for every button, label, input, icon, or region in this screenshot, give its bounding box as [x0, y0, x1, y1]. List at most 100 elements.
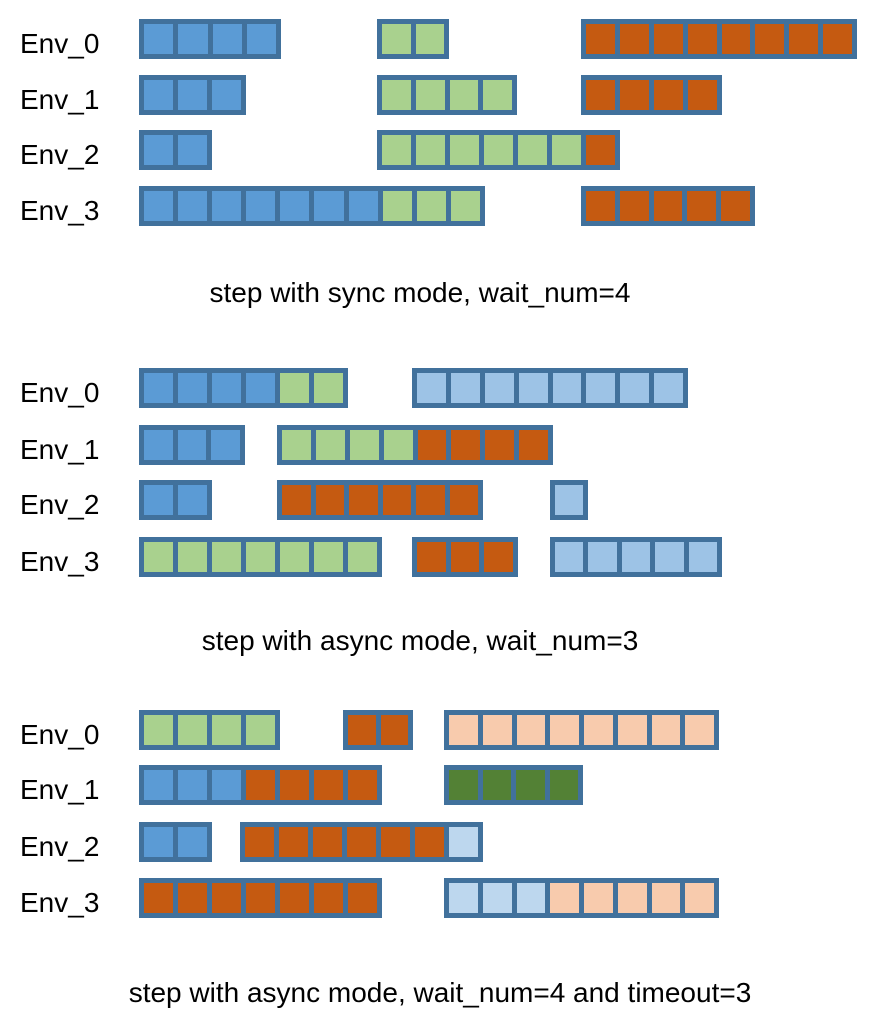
step-bar [139, 368, 348, 408]
step-cell-blue [144, 827, 173, 857]
step-cell-orange [619, 191, 649, 221]
step-cell-green [450, 191, 480, 221]
step-cell-orange [348, 715, 376, 745]
step-cell-blue [144, 80, 173, 110]
step-cell-green [484, 135, 513, 165]
step-cell-lightblue [655, 542, 684, 572]
step-cell-green [449, 80, 479, 110]
step-cell-lightblue [484, 373, 514, 403]
env-row-label: Env_3 [20, 546, 100, 577]
step-cell-orange [653, 191, 683, 221]
step-bar [240, 822, 483, 862]
step-cell-green [314, 373, 343, 403]
step-cell-peach [651, 883, 681, 913]
step-bar [139, 710, 280, 750]
step-cell-orange [755, 24, 785, 54]
step-cell-orange [347, 827, 376, 857]
step-cell-green [483, 80, 512, 110]
step-cell-peach [584, 715, 613, 745]
step-cell-green [212, 715, 241, 745]
step-bar [377, 19, 449, 59]
step-cell-lightblue [621, 542, 651, 572]
env-row-label: Env_3 [20, 887, 100, 918]
step-cell-blue [178, 191, 208, 221]
step-cell-green [382, 24, 411, 54]
step-cell-orange [380, 715, 408, 745]
env-row-label: Env_2 [20, 139, 100, 170]
step-cell-orange [449, 485, 478, 515]
step-cell-orange [687, 191, 717, 221]
step-cell-lightblue [620, 373, 650, 403]
step-cell-green [382, 191, 412, 221]
step-bar [139, 425, 245, 465]
step-cell-darkgreen [482, 770, 511, 800]
step-cell-lightblue [552, 373, 582, 403]
step-cell-green [416, 135, 445, 165]
step-cell-blue [144, 191, 174, 221]
step-cell-orange [451, 430, 481, 460]
step-cell-blue [178, 827, 207, 857]
step-cell-green [246, 542, 275, 572]
step-cell-green [282, 430, 311, 460]
step-cell-orange [485, 430, 515, 460]
step-cell-lightblue [555, 542, 584, 572]
step-cell-green [315, 430, 345, 460]
step-bar [550, 537, 722, 577]
step-cell-green [178, 542, 207, 572]
step-bar [139, 75, 246, 115]
step-cell-orange [178, 883, 207, 913]
step-cell-orange [212, 883, 241, 913]
step-cell-green [246, 715, 275, 745]
step-cell-peach [449, 715, 478, 745]
step-cell-orange [415, 827, 444, 857]
step-cell-blue [280, 191, 310, 221]
step-cell-blue [246, 373, 275, 403]
step-cell-blue [144, 485, 173, 515]
step-cell-lightblue [555, 485, 583, 515]
step-cell-green [349, 430, 379, 460]
step-cell-blue [144, 770, 173, 800]
step-cell-green [383, 430, 413, 460]
step-cell-green [552, 135, 581, 165]
step-bar [139, 878, 382, 918]
step-cell-blue [348, 191, 378, 221]
step-cell-blue [178, 80, 207, 110]
step-cell-blue [144, 373, 173, 403]
step-cell-orange [314, 883, 343, 913]
step-cell-orange [246, 770, 275, 800]
step-bar [444, 710, 719, 750]
step-bar [139, 186, 485, 226]
step-cell-orange [348, 770, 377, 800]
step-cell-orange [315, 485, 344, 515]
step-cell-peach [584, 883, 613, 913]
step-cell-orange [279, 827, 308, 857]
step-cell-peach [516, 715, 546, 745]
env-row-label: Env_1 [20, 434, 100, 465]
step-cell-orange [417, 430, 447, 460]
step-cell-green [415, 24, 444, 54]
step-cell-blue [246, 191, 276, 221]
step-cell-green [314, 542, 343, 572]
step-bar [139, 537, 382, 577]
step-cell-blue [212, 80, 241, 110]
env-row-label: Env_2 [20, 831, 100, 862]
step-cell-paleblue [516, 883, 546, 913]
step-bar [581, 75, 722, 115]
env-row-label: Env_0 [20, 377, 100, 408]
step-bar [277, 480, 483, 520]
step-cell-lightblue [417, 373, 446, 403]
step-bar [377, 75, 517, 115]
step-cell-orange [620, 80, 649, 110]
step-cell-orange [349, 485, 378, 515]
step-cell-orange [721, 24, 751, 54]
step-cell-blue [314, 191, 344, 221]
step-cell-orange [586, 135, 615, 165]
step-bar [412, 368, 688, 408]
step-cell-orange [144, 883, 173, 913]
step-cell-orange [245, 827, 274, 857]
env-row-label: Env_3 [20, 195, 100, 226]
step-cell-orange [450, 542, 480, 572]
step-cell-orange [653, 24, 683, 54]
step-cell-peach [617, 883, 647, 913]
